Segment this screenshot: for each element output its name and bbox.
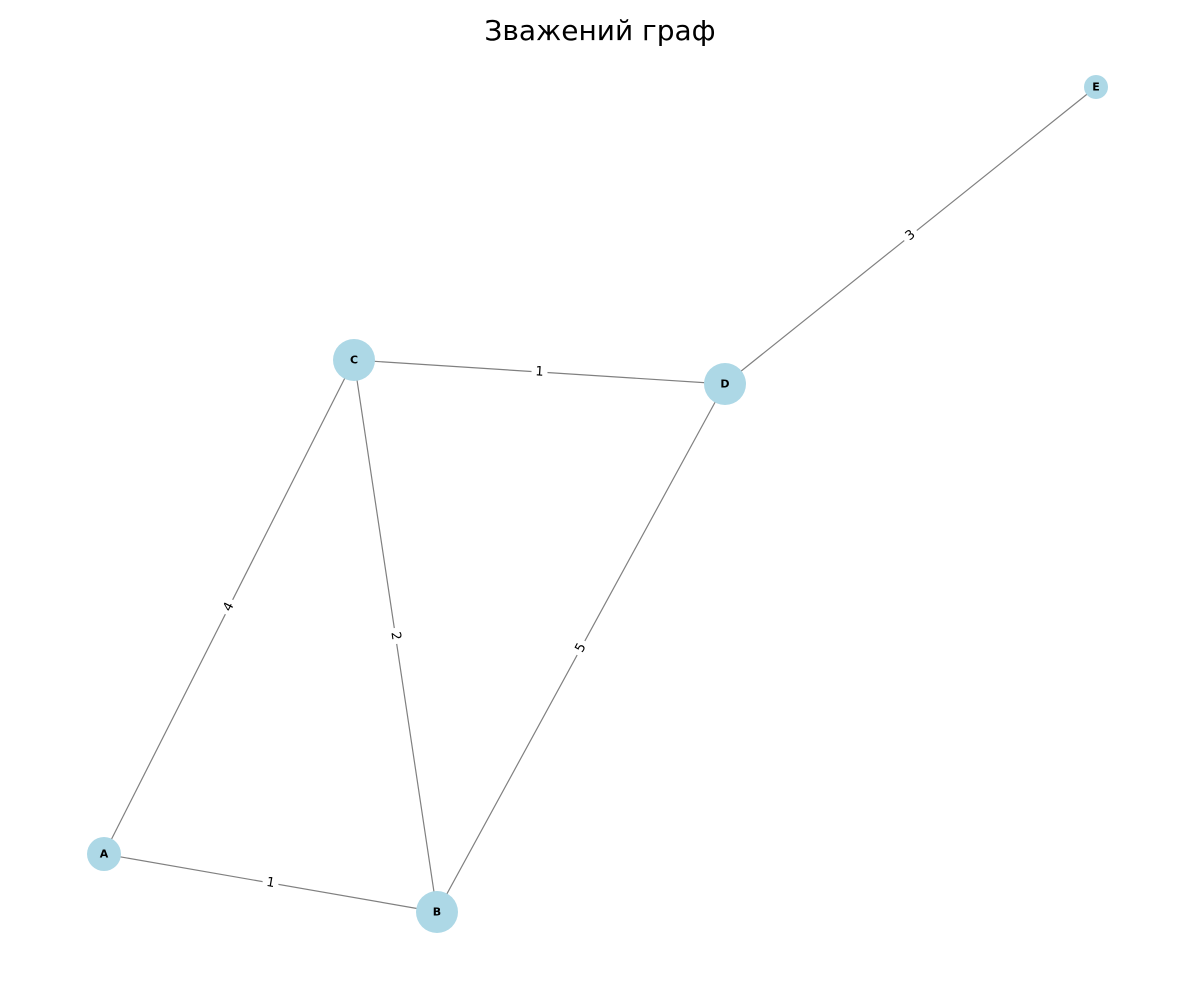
- edge-label-C-D: 1: [530, 362, 549, 382]
- edge-weight: 2: [387, 631, 403, 641]
- edge-weight: 1: [265, 875, 276, 891]
- node-D: D: [704, 363, 746, 405]
- edge-label-B-C: 2: [385, 626, 406, 646]
- node-circle: [333, 339, 375, 381]
- node-circle: [87, 837, 121, 871]
- chart-title: Зважений граф: [484, 14, 716, 47]
- edge-label-background: [898, 223, 923, 248]
- node-circle: [416, 891, 458, 933]
- node-circle: [704, 363, 746, 405]
- node-circle: [1084, 75, 1108, 99]
- node-label: C: [350, 354, 358, 367]
- node-A: A: [87, 837, 121, 871]
- edge-label-background: [385, 626, 406, 646]
- node-label: D: [720, 378, 729, 391]
- node-B: B: [416, 891, 458, 933]
- edge-weight: 1: [535, 364, 544, 380]
- edge-label-background: [261, 872, 280, 894]
- edge-label-background: [569, 636, 593, 660]
- node-E: E: [1084, 75, 1108, 99]
- edge-labels-layer: 1 4 2 5 1 3: [217, 223, 923, 894]
- node-label: B: [433, 906, 441, 919]
- node-label: A: [100, 848, 109, 861]
- edge-label-A-B: 1: [261, 872, 280, 894]
- node-label: E: [1092, 81, 1100, 94]
- edge-label-D-E: 3: [898, 223, 923, 248]
- edge-label-background: [217, 595, 241, 619]
- edge-label-A-C: 4: [217, 595, 241, 619]
- edge-label-B-D: 5: [569, 636, 593, 660]
- node-C: C: [333, 339, 375, 381]
- nodes-layer: A B C D E: [87, 75, 1108, 933]
- edge-label-background: [530, 362, 549, 382]
- edges-layer: [103, 86, 1097, 913]
